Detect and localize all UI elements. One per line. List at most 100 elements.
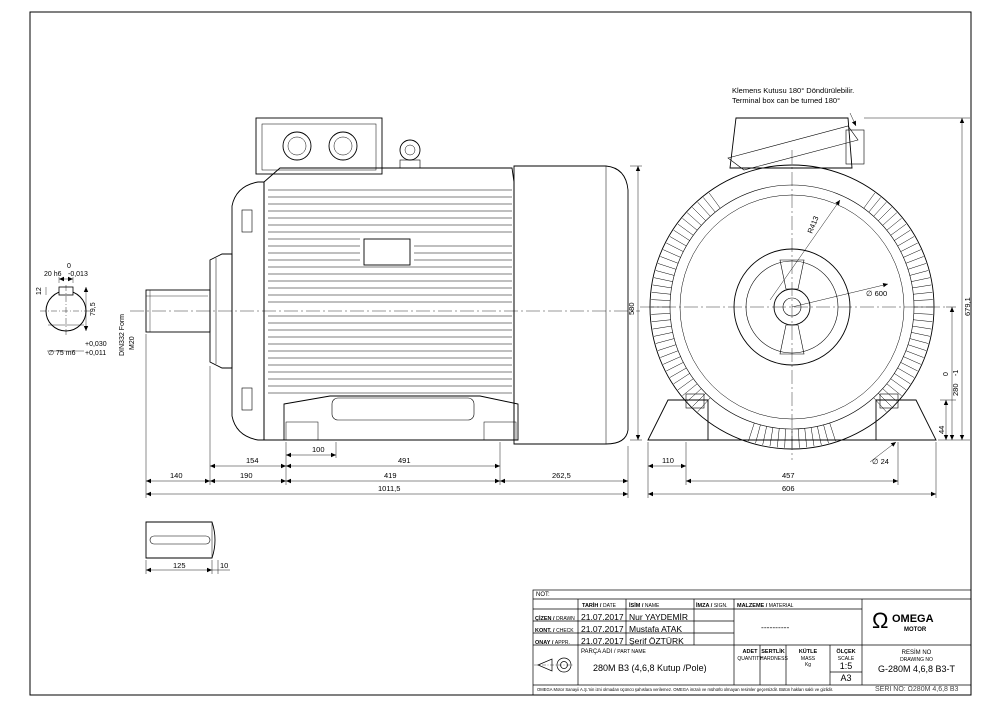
part-label: PARÇA ADI / PART NAME	[581, 649, 646, 655]
fin-line	[660, 256, 679, 264]
fin-line	[907, 344, 927, 351]
drawing-no-label-en: DRAWING NO	[900, 657, 933, 663]
fin-line	[651, 299, 671, 301]
fin-line	[784, 428, 786, 448]
fin-line	[863, 192, 876, 209]
fin-line	[894, 229, 911, 241]
svg-text:OMEGA: OMEGA	[892, 613, 934, 625]
motor-side-view	[145, 117, 629, 445]
fin-line	[660, 350, 679, 358]
shaft-width-tol-upper: 0	[67, 263, 71, 270]
part-name: 280M B3 (4,6,8 Kutup /Pole)	[593, 663, 707, 673]
header-material: MALZEME / MATERIAL	[737, 603, 794, 609]
fin-line	[868, 197, 881, 213]
fin-line	[886, 218, 902, 231]
fin-line	[666, 362, 684, 372]
fin-line	[890, 378, 907, 391]
dim-154: 154	[246, 456, 259, 465]
fin-line	[663, 249, 681, 258]
fin-line	[873, 397, 887, 412]
title-block-grid	[532, 589, 972, 696]
material-value: ----------	[761, 622, 790, 632]
dim-280-tol: -1	[953, 370, 960, 376]
fin-line	[682, 218, 698, 231]
fin-line	[762, 426, 767, 445]
terminal-note-en: Terminal box can be turned 180°	[732, 96, 840, 105]
fin-line	[912, 325, 932, 330]
drawing-no: G-280M 4,6,8 B3-T	[877, 664, 956, 674]
row-drawn-name: Nur YAYDEMİR	[629, 612, 689, 622]
fin-line	[651, 319, 671, 322]
qty-label-en: QUANTITY	[737, 656, 763, 662]
note-label: NOT:	[536, 592, 550, 598]
fin-line	[777, 428, 780, 448]
row-appr-role: ONAY / APPR.	[535, 640, 570, 646]
fin-line	[654, 277, 673, 282]
fin-line	[687, 212, 702, 226]
fin-line	[655, 270, 675, 276]
fin-line	[697, 202, 711, 217]
fin-line	[669, 236, 687, 247]
shaft-diameter: ∅ 75 m6	[48, 350, 76, 357]
row-appr-date: 21.07.2017	[581, 636, 624, 646]
fin-line	[878, 393, 892, 407]
key-detail	[145, 521, 230, 574]
shaft-dia-tol-upper: +0,030	[85, 341, 107, 348]
fin-line	[913, 299, 933, 301]
fin-line	[900, 242, 918, 252]
dim-hole: ∅ 24	[872, 457, 889, 466]
title-block: NOT: TARİH / DATE İSİM / NAME İMZA / SIG…	[533, 590, 971, 694]
fin-line	[677, 223, 694, 236]
fin-line	[913, 319, 933, 322]
key-end: 10	[220, 561, 228, 570]
front-view-dimensions	[647, 112, 970, 498]
paper-size: A3	[840, 673, 852, 683]
scale-value: 1:5	[839, 661, 853, 671]
header-date: TARİH / DATE	[582, 603, 616, 609]
dim-606: 606	[782, 484, 795, 493]
fin-line	[673, 373, 690, 385]
fin-line	[708, 192, 721, 209]
fin-line	[897, 236, 915, 247]
fin-line	[652, 284, 672, 289]
dim-280: 280	[951, 383, 960, 396]
shaft-dia-tol-lower: +0,011	[85, 350, 106, 357]
fin-line	[878, 207, 892, 221]
drawing-no-label: RESİM NO	[901, 650, 932, 656]
fin-line	[682, 383, 698, 396]
fin-line	[748, 422, 755, 442]
shaft-width-tol: 20 h6	[44, 271, 62, 278]
thread-standard: DIN332 Form	[119, 314, 126, 356]
fin-line	[703, 197, 716, 213]
fin-line	[913, 292, 933, 295]
fin-line	[900, 362, 918, 372]
fin-line	[810, 427, 815, 447]
row-drawn-date: 21.07.2017	[581, 612, 624, 622]
fin-line	[804, 428, 807, 448]
header-name: İSİM / NAME	[629, 603, 660, 609]
dim-457: 457	[782, 471, 795, 480]
fin-line	[909, 270, 929, 276]
mass-unit: Kg	[804, 662, 812, 668]
fin-line	[669, 367, 687, 378]
dim-600: ∅ 600	[866, 289, 887, 298]
dim-140: 140	[170, 471, 183, 480]
fin-line	[798, 428, 800, 448]
svg-text:Ω: Ω	[872, 608, 888, 633]
fin-line	[907, 263, 927, 270]
cooling-fins	[268, 189, 512, 394]
fin-line	[897, 367, 915, 378]
fin-line	[673, 229, 690, 241]
fin-line	[651, 292, 671, 295]
row-check-role: KONT. / CHECK	[535, 628, 574, 634]
fin-line	[903, 249, 921, 258]
fin-line	[905, 256, 924, 264]
thread-size: M20	[129, 336, 136, 350]
disclaimer: OMEGA Motor Sanayii A.Ş.'nin izni olmada…	[537, 687, 834, 692]
key-length: 125	[173, 561, 186, 570]
fin-line	[882, 388, 897, 402]
fin-line	[692, 393, 706, 407]
dim-r413: R413	[806, 215, 821, 235]
fin-line	[657, 344, 677, 351]
